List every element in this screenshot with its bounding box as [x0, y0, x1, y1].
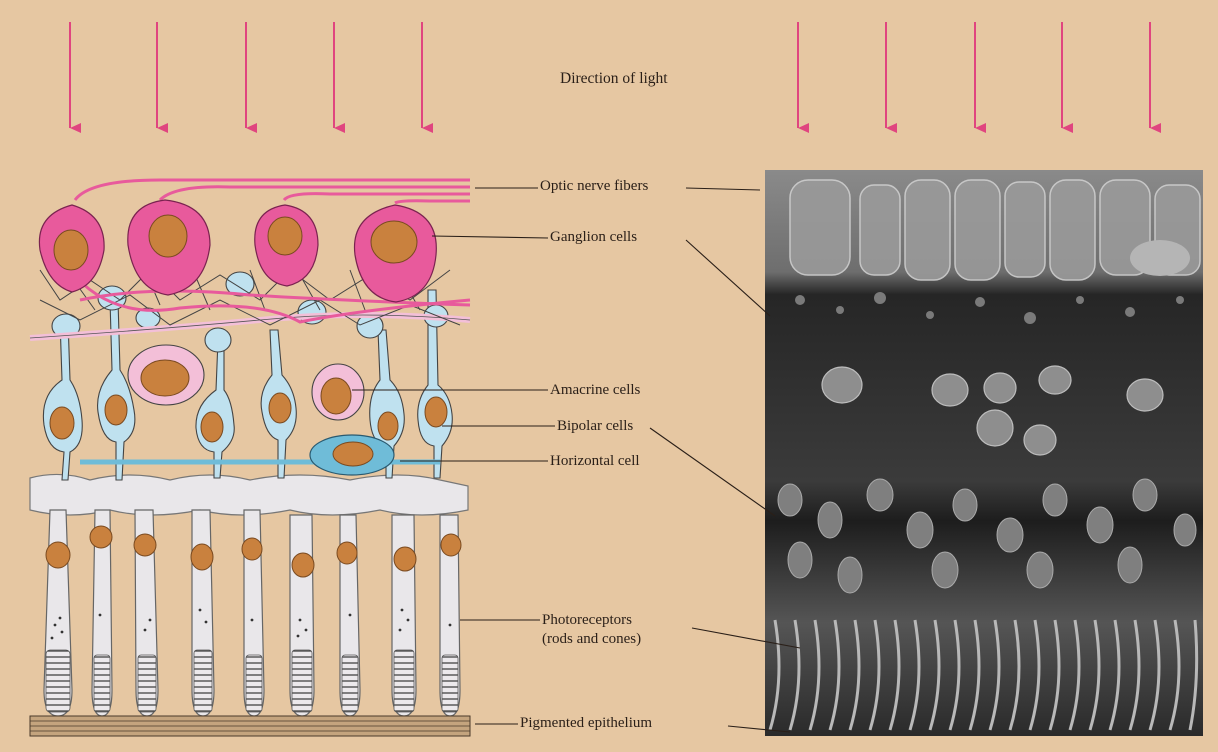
pigmented-epithelium	[30, 716, 470, 736]
optic-nerve-fibers-label: Optic nerve fibers	[540, 177, 648, 196]
photoreceptors-label: Photoreceptors (rods and cones)	[542, 611, 641, 649]
amacrine-cells	[30, 315, 470, 420]
pigmented-epithelium-label: Pigmented epithelium	[520, 714, 652, 733]
photoreceptors-label-line2: (rods and cones)	[542, 630, 641, 649]
bipolar-cells-label: Bipolar cells	[557, 417, 633, 436]
amacrine-cells-label: Amacrine cells	[550, 381, 640, 400]
horizontal-cell-label: Horizontal cell	[550, 452, 640, 471]
direction-of-light-label: Direction of light	[560, 69, 668, 88]
photoreceptors-label-line1: Photoreceptors	[542, 611, 641, 630]
ganglion-cells-label: Ganglion cells	[550, 228, 637, 247]
electron-micrograph	[765, 170, 1203, 736]
photoreceptor-layer	[30, 474, 468, 716]
